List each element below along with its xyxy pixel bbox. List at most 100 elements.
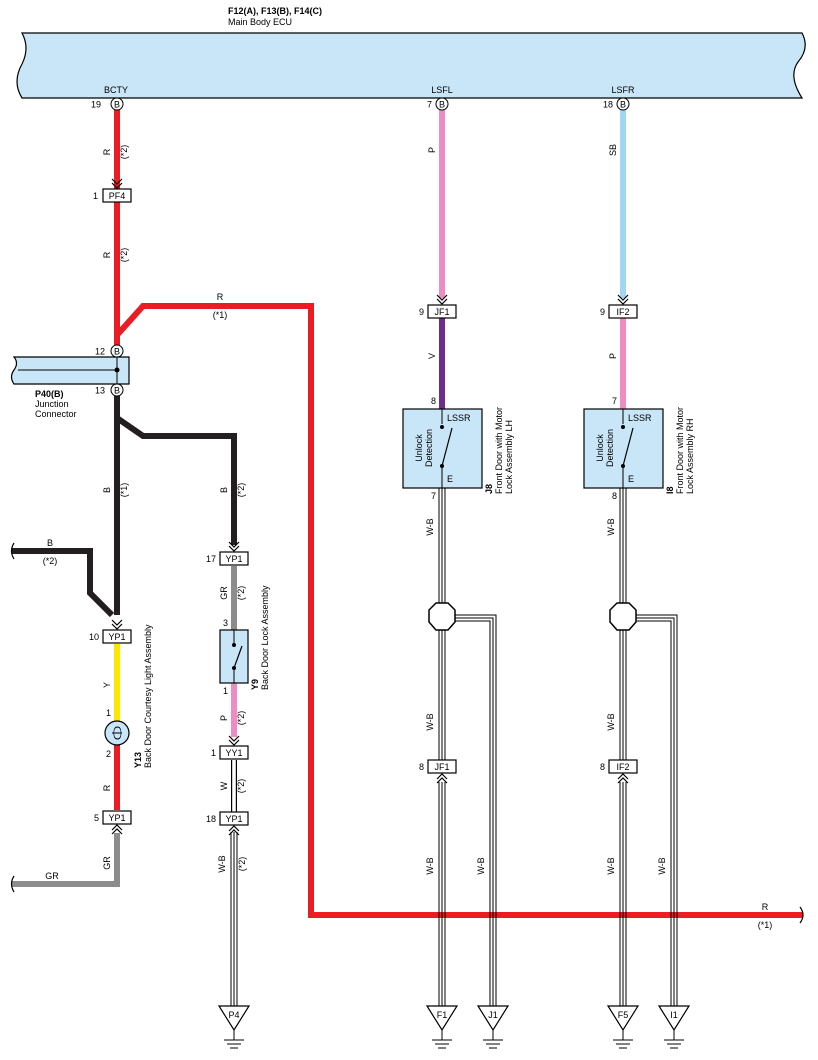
svg-text:(*1): (*1)	[758, 920, 773, 930]
svg-text:W-B: W-B	[425, 713, 435, 730]
component-i8: LSSR E Unlock Detection 7 8 I8 Front Doo…	[583, 396, 695, 501]
svg-text:W-B: W-B	[657, 857, 667, 874]
svg-text:IF2: IF2	[616, 307, 629, 317]
svg-text:R: R	[762, 902, 769, 912]
svg-text:Detection: Detection	[424, 429, 434, 467]
ground-p4: P4	[217, 1005, 251, 1049]
svg-text:YP1: YP1	[225, 554, 242, 564]
svg-text:Front Door with Motor: Front Door with Motor	[675, 407, 685, 494]
svg-text:(*2): (*2)	[236, 586, 246, 601]
svg-text:8: 8	[612, 491, 617, 501]
connector-if2-bottom: IF2 8	[600, 759, 638, 784]
svg-text:7: 7	[431, 491, 436, 501]
svg-text:F1: F1	[437, 1010, 448, 1020]
svg-text:W: W	[219, 781, 229, 790]
svg-text:(*2): (*2)	[236, 483, 246, 498]
svg-text:3: 3	[223, 618, 228, 628]
svg-text:8: 8	[431, 396, 436, 406]
svg-text:R: R	[102, 148, 112, 155]
svg-text:W-B: W-B	[606, 857, 616, 874]
svg-text:18: 18	[603, 100, 613, 110]
connector-yp1-5: YP1 5	[94, 810, 132, 835]
wire-end-right-r	[799, 906, 804, 924]
wire-end-left-gr	[10, 875, 15, 893]
svg-text:Y13: Y13	[133, 752, 143, 768]
svg-text:B: B	[47, 538, 53, 548]
svg-text:9: 9	[600, 307, 605, 317]
svg-text:I1: I1	[670, 1010, 678, 1020]
connector-jf1-top: JF1 9	[419, 294, 457, 319]
ecu-terminal-lsfr: LSFR	[611, 85, 635, 95]
ground-i1: I1	[657, 1005, 691, 1049]
svg-text:Unlock: Unlock	[595, 434, 605, 462]
junction-code: P40(B)	[35, 389, 64, 399]
svg-text:R: R	[217, 292, 224, 302]
ground-j1: J1	[476, 1005, 510, 1049]
svg-text:B: B	[114, 386, 120, 396]
junction-name-1: Junction	[35, 399, 69, 409]
svg-text:12: 12	[95, 347, 105, 357]
svg-text:Lock Assembly RH: Lock Assembly RH	[685, 418, 695, 494]
svg-text:Back Door Courtesy Light Assem: Back Door Courtesy Light Assembly	[143, 624, 153, 768]
svg-text:GR: GR	[45, 871, 59, 881]
svg-text:JF1: JF1	[434, 762, 449, 772]
svg-text:9: 9	[419, 307, 424, 317]
svg-text:Y: Y	[102, 682, 112, 688]
svg-text:F5: F5	[618, 1010, 629, 1020]
svg-text:W-B: W-B	[606, 518, 616, 535]
svg-text:YP1: YP1	[108, 632, 125, 642]
svg-text:Unlock: Unlock	[414, 434, 424, 462]
svg-text:V: V	[427, 353, 437, 359]
svg-text:GR: GR	[219, 586, 229, 600]
svg-text:SB: SB	[608, 144, 618, 156]
svg-text:(*2): (*2)	[236, 711, 246, 726]
svg-text:Detection: Detection	[605, 429, 615, 467]
svg-text:J8: J8	[484, 484, 494, 494]
svg-text:(*2): (*2)	[237, 857, 247, 872]
svg-text:E: E	[628, 474, 634, 484]
svg-text:W-B: W-B	[217, 855, 227, 872]
svg-text:10: 10	[89, 632, 99, 642]
component-y13: 1 2 Y13 Back Door Courtesy Light Assembl…	[104, 624, 153, 768]
svg-text:P: P	[219, 715, 229, 721]
wire-gray-left	[12, 833, 120, 887]
ecu-terminal-bcty: BCTY	[104, 85, 128, 95]
ecu-terminal-lsfl: LSFL	[431, 85, 453, 95]
wire-black-left	[12, 548, 115, 618]
component-y9: 3 1 Y9 Back Door Lock Assembly	[219, 585, 270, 696]
wire-red-branch	[114, 303, 803, 918]
ecu-code: F12(A), F13(B), F14(C)	[228, 6, 322, 16]
svg-text:R: R	[102, 251, 112, 258]
wire-labels: R (*2) R (*2) R (*1) R (*1) B (*1) B (*2…	[43, 144, 773, 930]
svg-text:I8: I8	[665, 486, 675, 494]
svg-text:Back Door Lock Assembly: Back Door Lock Assembly	[260, 585, 270, 690]
svg-text:(*2): (*2)	[43, 556, 58, 566]
svg-text:(*1): (*1)	[213, 310, 228, 320]
connector-yp1-17: YP1 17	[206, 541, 249, 566]
wire-black-branch	[115, 415, 237, 545]
svg-text:1: 1	[211, 748, 216, 758]
svg-text:Front Door with Motor: Front Door with Motor	[494, 407, 504, 494]
connector-pf4: PF4 1	[93, 178, 132, 203]
svg-text:B: B	[102, 487, 112, 493]
svg-text:YP1: YP1	[225, 814, 242, 824]
svg-text:(*2): (*2)	[119, 145, 129, 160]
svg-text:1: 1	[223, 686, 228, 696]
junction-name-2: Connector	[35, 409, 77, 419]
connector-yp1-18: YP1 18	[206, 811, 249, 836]
svg-text:P4: P4	[228, 1010, 239, 1020]
svg-text:2: 2	[106, 749, 111, 759]
ecu-terminals: B 19 B 7 B 18	[91, 97, 630, 111]
svg-text:W-B: W-B	[425, 518, 435, 535]
svg-text:B: B	[439, 100, 445, 110]
svg-text:LSSR: LSSR	[628, 413, 652, 423]
component-j8: LSSR E Unlock Detection 8 7 J8 Front Doo…	[402, 396, 514, 501]
connector-yp1-10: YP1 10	[89, 619, 132, 644]
svg-text:GR: GR	[102, 856, 112, 870]
ground-f5: F5	[606, 1005, 640, 1049]
connector-yy1: YY1 1	[211, 735, 249, 760]
svg-text:B: B	[620, 100, 626, 110]
connector-jf1-bottom: JF1 8	[419, 759, 457, 784]
junction-connector: B 12 B 13 P40(B) Junction Connector	[10, 344, 130, 419]
